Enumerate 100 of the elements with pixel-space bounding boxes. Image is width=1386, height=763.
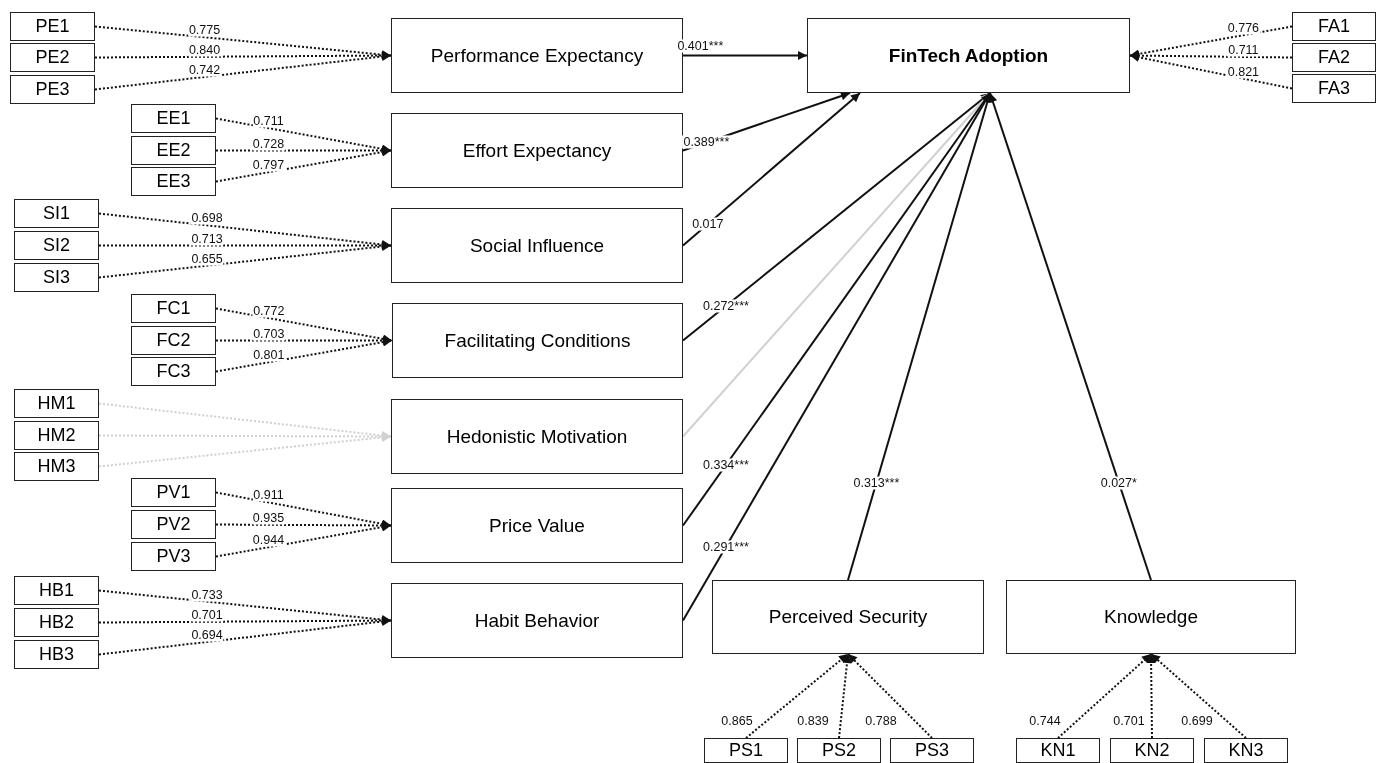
indicator-label: KN1: [1040, 740, 1076, 761]
indicator-label: FA3: [1318, 78, 1350, 99]
indicator-box: [131, 294, 216, 323]
indicator-box: [131, 478, 216, 507]
indicator-box: [14, 640, 99, 669]
construct-label: Hedonistic Motivation: [446, 425, 628, 448]
indicator-label: HM1: [37, 393, 76, 414]
indicator-label: HB3: [39, 644, 74, 665]
edge-label: 0.772: [252, 304, 286, 318]
edge-label: 0.713: [190, 232, 224, 245]
indicator-box: [131, 104, 216, 133]
construct-label: Perceived Security: [768, 606, 928, 628]
indicator-box: [797, 738, 881, 763]
indicator-box: [131, 357, 216, 386]
edge-label: 0.821: [1226, 65, 1261, 79]
construct-box: [391, 113, 683, 188]
indicator-box: [1110, 738, 1194, 763]
dotted-arrow: [98, 242, 392, 279]
indicator-box: [1292, 12, 1376, 41]
indicator-label: PV1: [156, 482, 191, 503]
edge-label: 0.840: [187, 43, 222, 57]
indicator-label: PS2: [822, 740, 856, 761]
edge-label: 0.728: [251, 137, 286, 150]
construct-box: [391, 583, 683, 658]
construct-box: [712, 580, 984, 654]
indicator-label: FC3: [156, 361, 191, 382]
indicator-box: [131, 326, 216, 355]
edge-label: 0.655: [190, 252, 224, 266]
indicator-label: SI2: [43, 235, 70, 256]
indicator-label: HM2: [37, 425, 76, 446]
edge-label: 0.699: [1180, 714, 1214, 728]
edge-label: 0.711: [1227, 43, 1260, 57]
indicator-box: [131, 136, 216, 165]
indicator-box: [14, 231, 99, 260]
indicator-box: [1292, 43, 1376, 72]
edge-label: 0.313***: [852, 476, 901, 490]
indicator-label: PV2: [156, 514, 191, 535]
edge-label: 0.797: [251, 158, 286, 172]
dotted-arrow: [838, 653, 852, 739]
indicator-label: EE1: [156, 108, 191, 129]
edge-label: 0.389***: [682, 135, 731, 149]
construct-box: [391, 488, 683, 563]
dotted-arrow: [847, 653, 933, 739]
indicator-box: [131, 167, 216, 196]
edge-label: 0.801: [252, 348, 286, 362]
dotted-arrow: [98, 617, 392, 656]
indicator-box: [10, 43, 95, 72]
indicator-label: HM3: [37, 456, 76, 477]
dotted-arrow: [215, 522, 392, 558]
dotted-arrow: [745, 653, 849, 739]
edge-label: 0.703: [252, 327, 286, 340]
indicator-label: HB1: [39, 580, 74, 601]
path-arrow: [682, 92, 991, 527]
indicator-label: SI1: [43, 203, 70, 224]
edge-label: 0.698: [190, 211, 224, 225]
indicator-label: KN3: [1228, 740, 1264, 761]
edge-label: 0.839: [796, 714, 830, 728]
indicator-label: PE2: [35, 47, 70, 68]
indicator-label: FA2: [1318, 47, 1350, 68]
indicator-box: [14, 421, 99, 450]
indicator-box: [10, 75, 95, 104]
edge-label: 0.944: [251, 533, 286, 547]
edge-label: 0.694: [190, 628, 224, 642]
path-arrow: [682, 92, 861, 247]
indicator-box: [10, 12, 95, 41]
construct-box: [391, 208, 683, 283]
construct-label: Social Influence: [469, 234, 605, 257]
dotted-arrow: [215, 337, 393, 373]
construct-label: Performance Expectancy: [430, 44, 644, 67]
construct-box: [807, 18, 1130, 93]
dotted-arrow: [94, 51, 392, 61]
dotted-arrow: [98, 432, 392, 468]
dotted-arrow: [98, 241, 392, 250]
dotted-arrow: [215, 520, 392, 530]
indicator-box: [890, 738, 974, 763]
indicator-label: KN2: [1134, 740, 1170, 761]
indicator-label: FA1: [1318, 16, 1350, 37]
edge-label: 0.701: [190, 608, 224, 622]
indicator-box: [14, 608, 99, 637]
edge-label: 0.733: [190, 588, 224, 602]
construct-box: [391, 399, 683, 474]
edge-label: 0.401***: [676, 39, 725, 52]
dotted-arrow: [215, 147, 392, 183]
dotted-arrow: [1057, 653, 1152, 739]
path-arrow: [988, 92, 1152, 581]
edge-label: 0.865: [720, 714, 754, 728]
edge-label: 0.272***: [702, 299, 750, 313]
edge-label: 0.742: [187, 63, 222, 77]
construct-label: Price Value: [489, 514, 585, 537]
dotted-arrow: [1129, 51, 1293, 61]
edge-label: 0.775: [187, 23, 222, 37]
construct-label: Facilitating Conditions: [444, 329, 631, 352]
construct-label: Effort Expectancy: [462, 139, 612, 162]
indicator-label: FC1: [156, 298, 191, 319]
construct-label: Habit Behavior: [474, 609, 600, 632]
edge-label: 0.935: [251, 511, 286, 525]
indicator-label: PE3: [35, 79, 70, 100]
dotted-arrow: [1146, 653, 1156, 739]
indicator-box: [131, 542, 216, 571]
edge-label: 0.788: [864, 714, 898, 728]
